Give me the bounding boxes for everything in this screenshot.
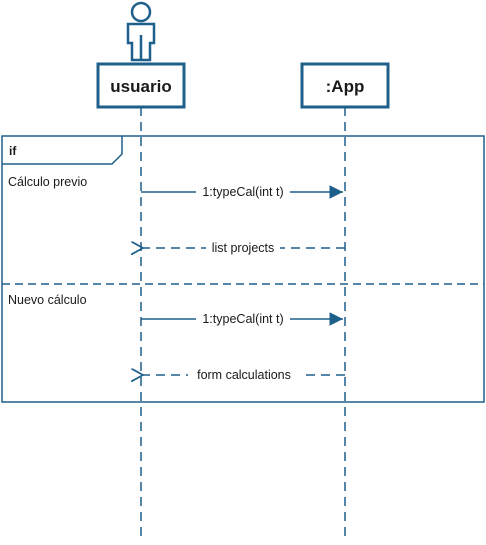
message-3-label: 1:typeCal(int t) (202, 312, 283, 326)
object-box (300, 62, 390, 109)
message-2-label: list projects (212, 241, 275, 255)
message-2-label-bg (206, 240, 280, 256)
guard-new-calculation: Nuevo cálculo (8, 293, 87, 307)
message-1-label: 1:typeCal(int t) (202, 185, 283, 199)
object-label: :App (326, 77, 365, 96)
message-4-label-bg (188, 367, 300, 383)
message-4-label: form calculations (197, 368, 291, 382)
guard-previous-calculation: Cálculo previo (8, 175, 87, 189)
message-3-label-bg (196, 311, 290, 327)
actor-icon (126, 1, 156, 62)
actor-label: usuario (110, 77, 171, 96)
fragment-operator: if (9, 144, 17, 158)
combined-fragment (1, 135, 485, 403)
message-1-label-bg (196, 184, 290, 200)
fragment-operator-tab (2, 136, 123, 165)
